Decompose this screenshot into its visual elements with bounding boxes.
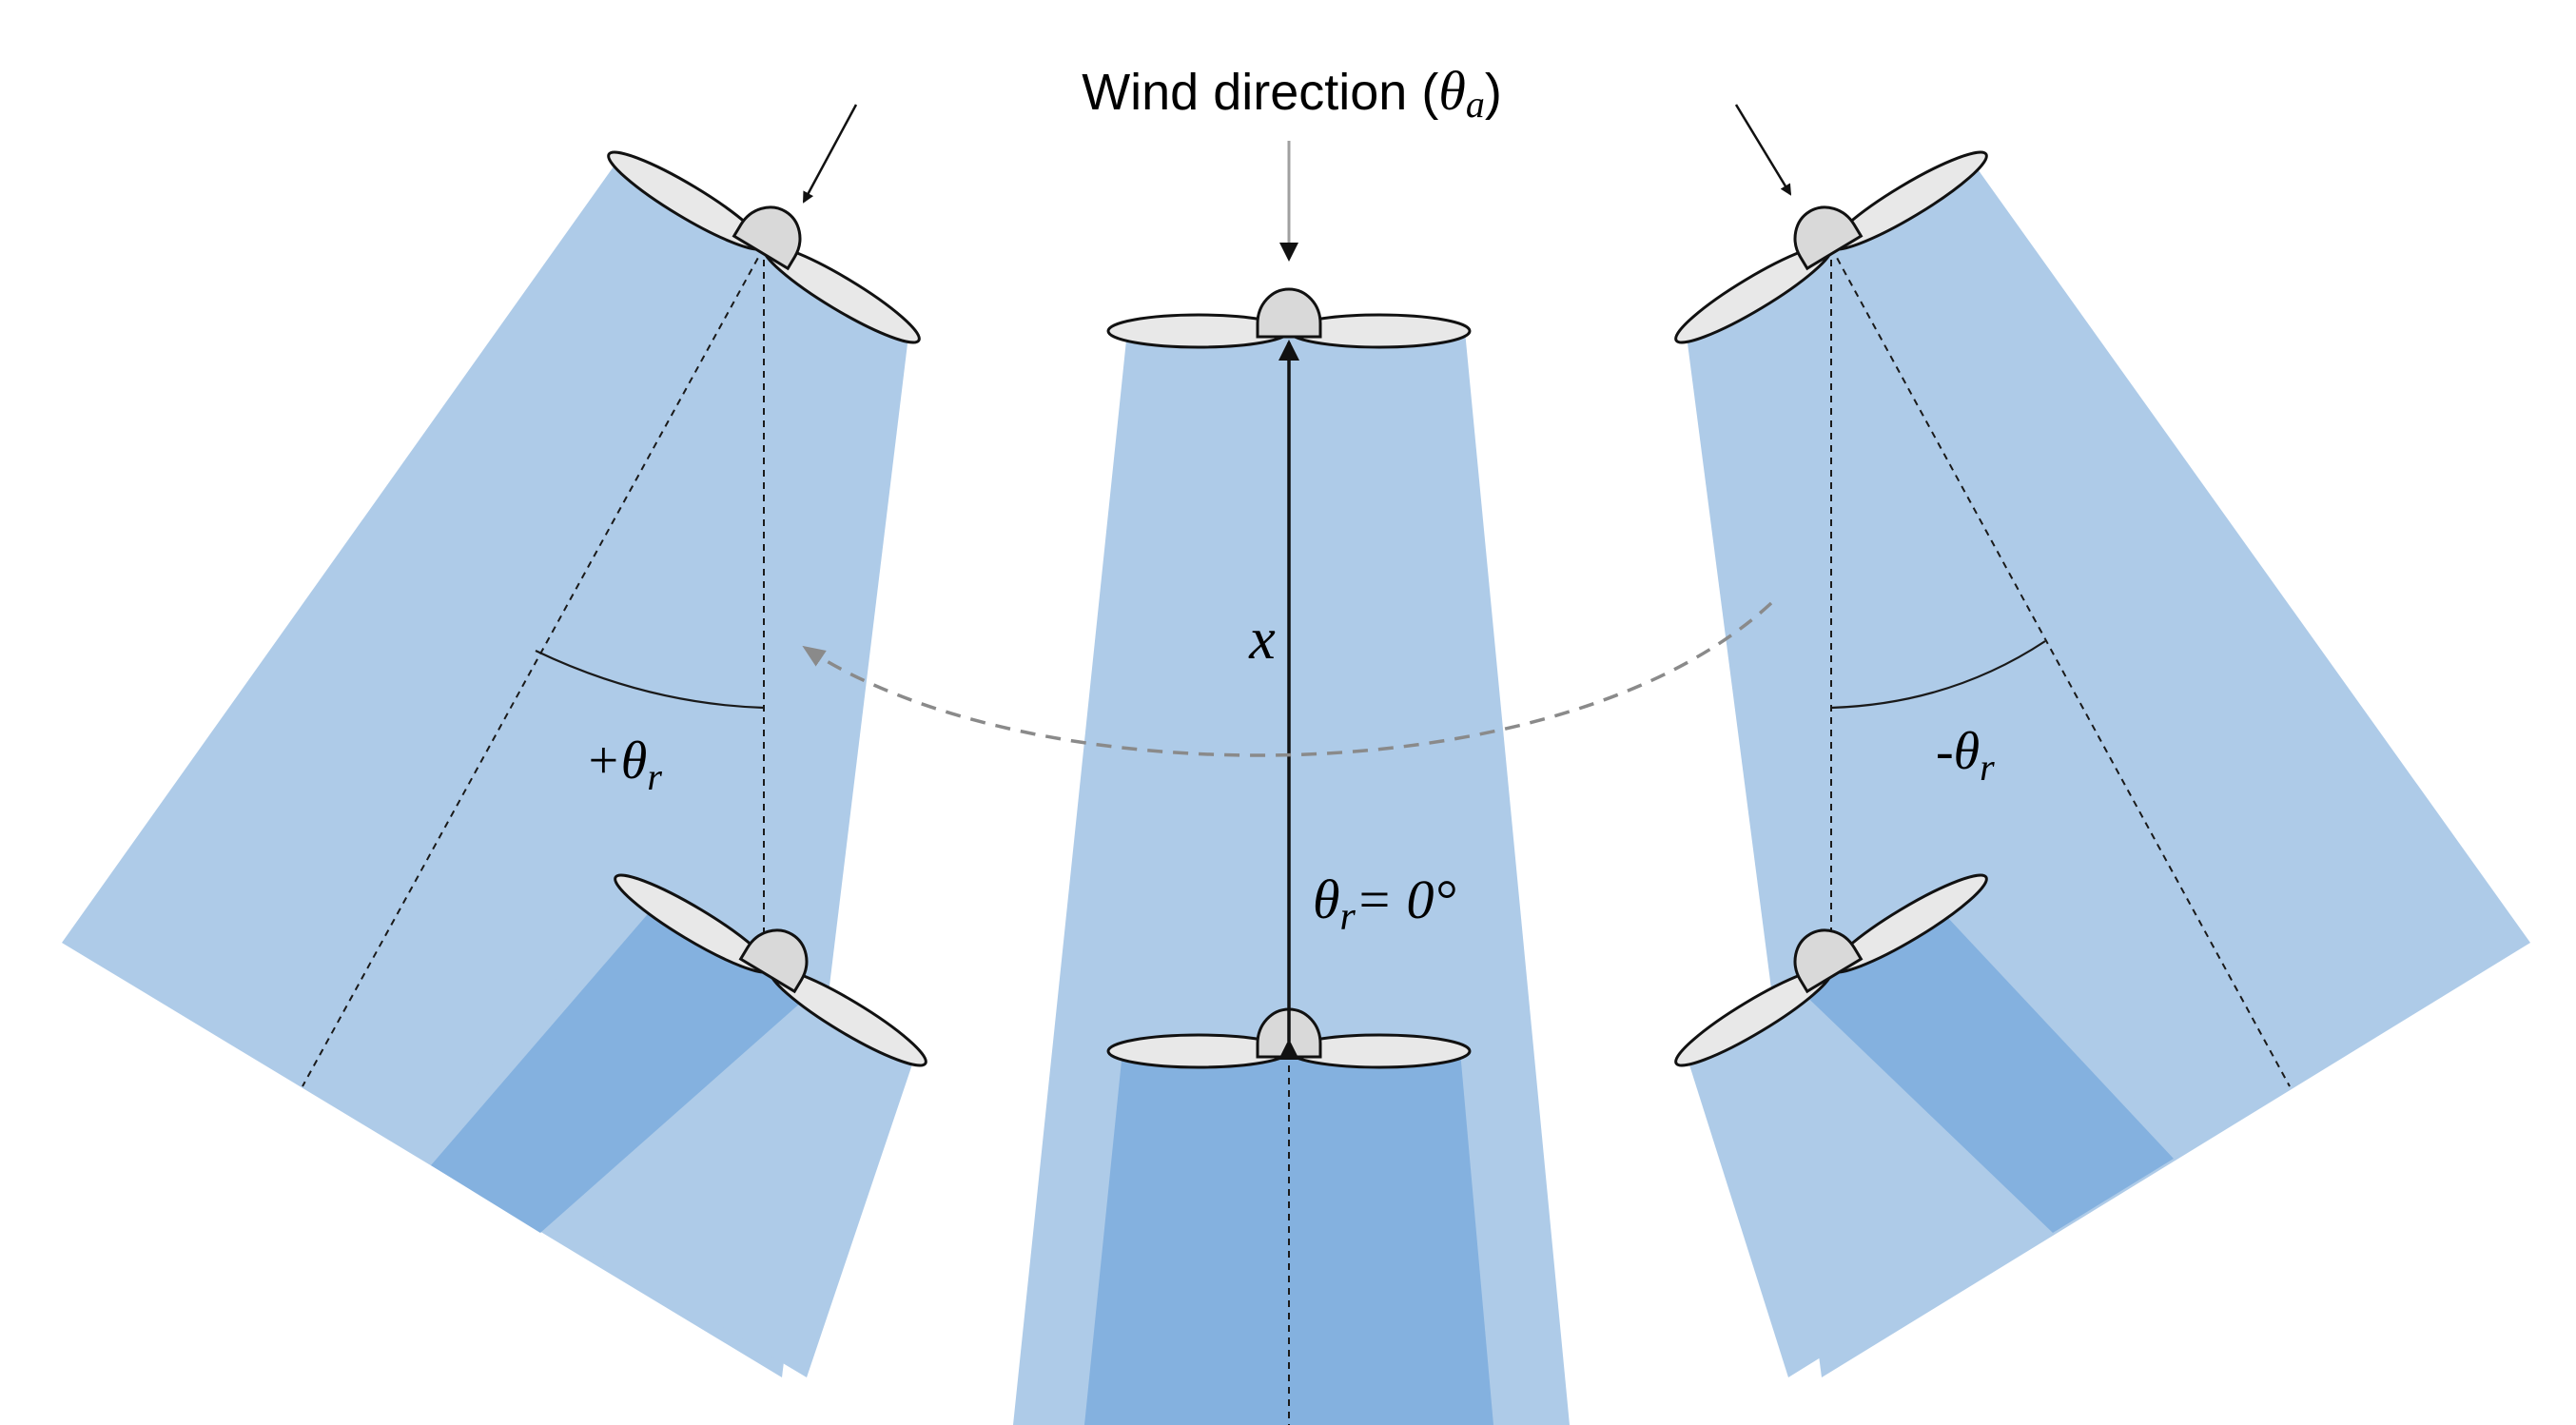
left-angle-label: +θr — [585, 732, 662, 798]
right-angle-arc — [1830, 640, 2046, 710]
right-wake — [1687, 160, 2530, 1377]
right-wake-centerline — [1830, 246, 2291, 1087]
center-wake — [1013, 331, 1570, 1425]
wind-arrow-left-icon — [802, 104, 858, 204]
right-angle-label: -θr — [1936, 722, 1995, 789]
wind-direction-label: Wind direction (θa) — [1082, 60, 1502, 126]
left-wake-centerline — [302, 246, 765, 1087]
rotation-arrow-icon — [802, 601, 1773, 757]
wind-arrow-right-icon — [1734, 104, 1792, 196]
left-angle-arc — [535, 650, 765, 710]
left-wake — [62, 160, 915, 1377]
distance-label: x — [1248, 607, 1276, 672]
center-angle-label: θr= 0° — [1313, 869, 1456, 939]
